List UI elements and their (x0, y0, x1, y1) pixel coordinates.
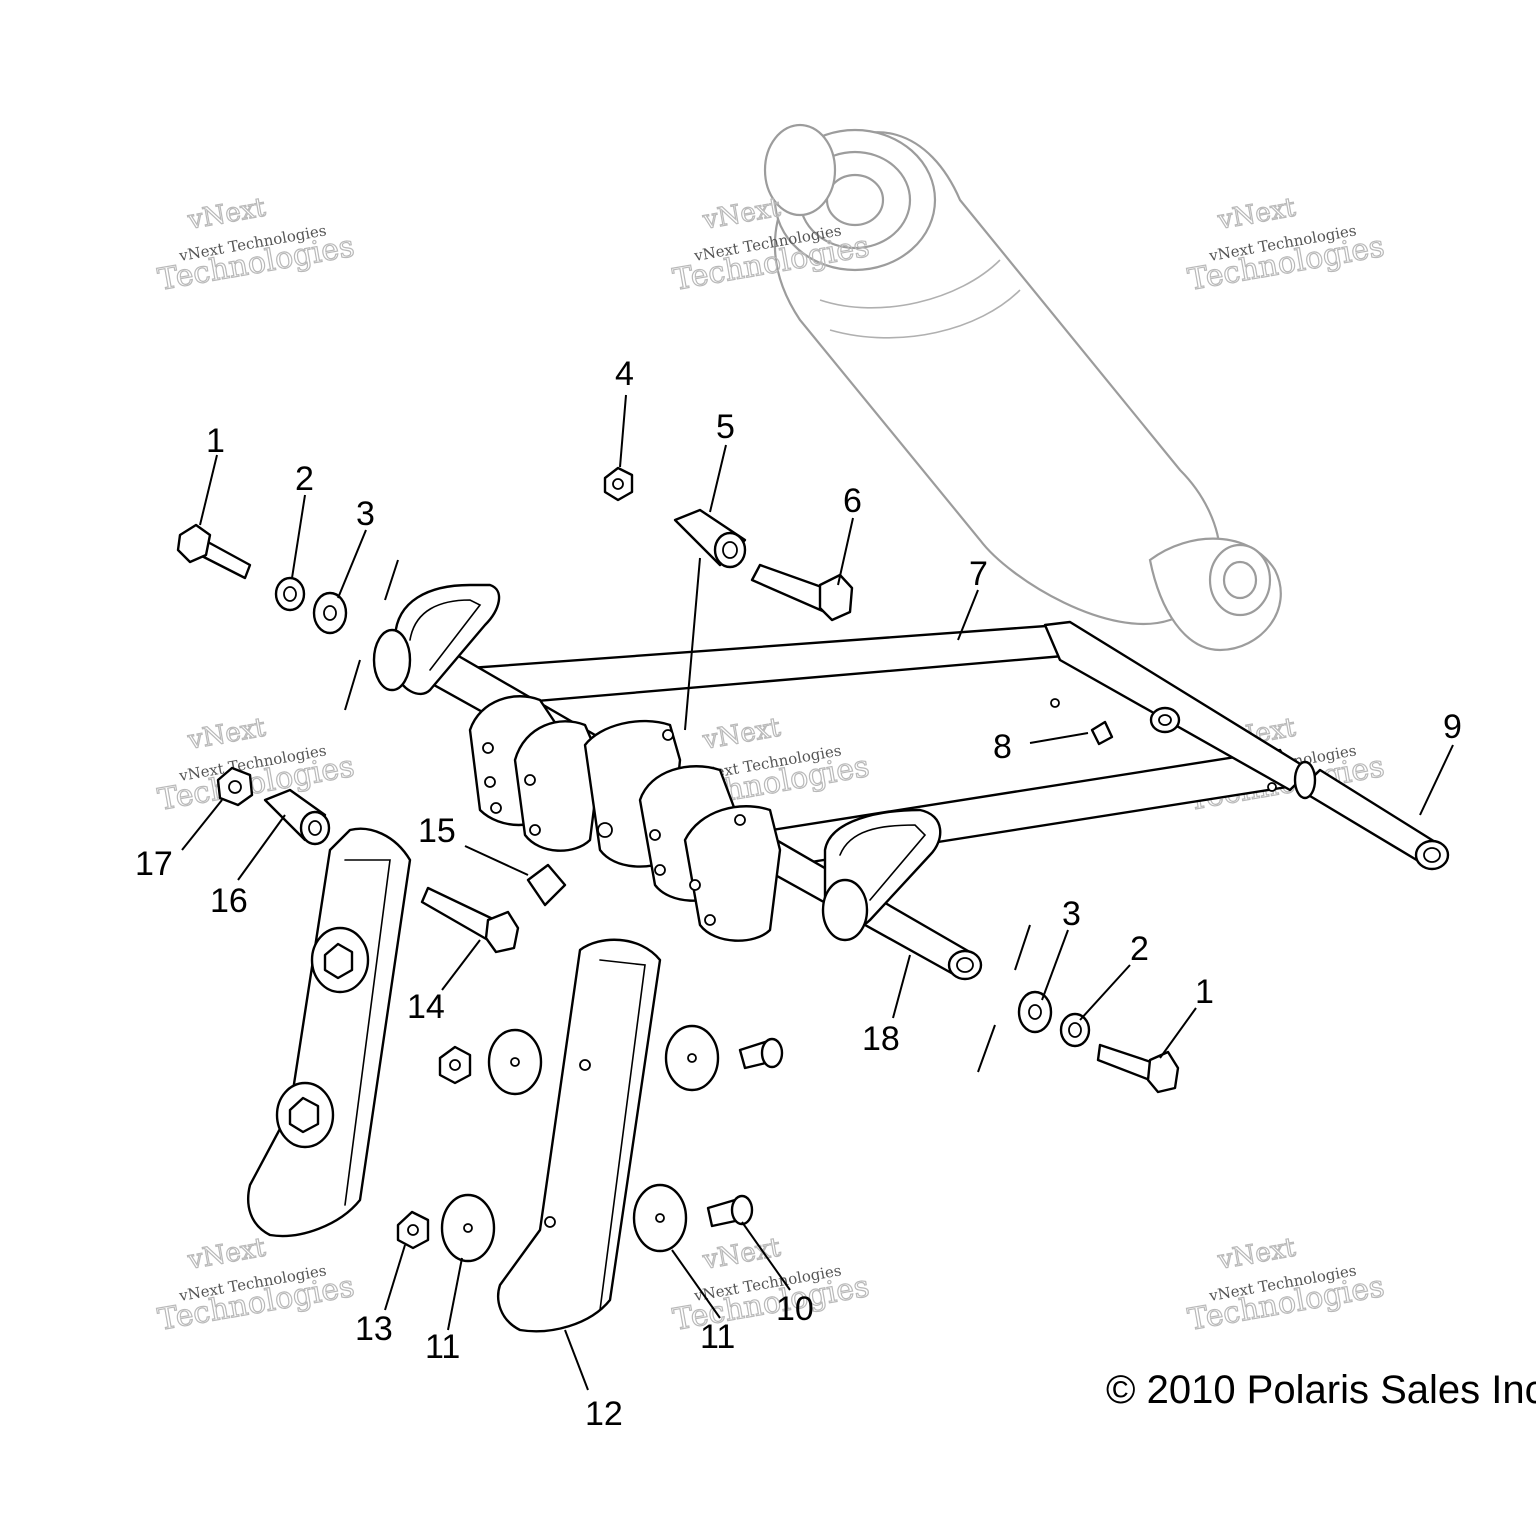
callout-8: 8 (993, 728, 1012, 766)
callout-2-right: 2 (1130, 930, 1149, 968)
callout-14: 14 (407, 988, 445, 1026)
callout-6: 6 (843, 482, 862, 520)
copyright-notice: © 2010 Polaris Sales Inc (1106, 1368, 1536, 1412)
watermark-top: vNext (700, 1233, 783, 1276)
watermark-top: vNext (185, 1233, 268, 1276)
callout-16: 16 (210, 882, 248, 920)
watermark-top: vNext (185, 193, 268, 236)
callout-3-left: 3 (356, 495, 375, 533)
hardware (176, 466, 1180, 1263)
callout-1-right: 1 (1195, 973, 1214, 1011)
guide-lines (344, 559, 1031, 1073)
pivot-shaft (1293, 760, 1450, 871)
leader-lines (181, 394, 1454, 1391)
callout-labels: 1 2 3 4 5 6 7 8 9 10 11 11 12 13 14 15 1… (135, 355, 1462, 1433)
callout-7: 7 (969, 555, 988, 593)
watermark-top: vNext (185, 713, 268, 756)
watermark-top: vNext (1215, 193, 1298, 236)
callout-3-right: 3 (1062, 895, 1081, 933)
callout-9: 9 (1443, 708, 1462, 746)
callout-2-left: 2 (295, 460, 314, 498)
callout-5: 5 (716, 408, 735, 446)
callout-11-left: 11 (425, 1328, 460, 1366)
shock-absorber-ghost (763, 123, 1282, 652)
callout-15: 15 (418, 812, 456, 850)
callout-10: 10 (776, 1290, 814, 1328)
watermark-top: vNext (700, 713, 783, 756)
watermark-top: vNext (1215, 1233, 1298, 1276)
callout-12: 12 (585, 1395, 623, 1433)
callout-11-right: 11 (700, 1318, 735, 1356)
callout-1-left: 1 (206, 422, 225, 460)
torque-links (247, 827, 662, 1333)
callout-17: 17 (135, 845, 173, 883)
watermark-top: vNext (700, 193, 783, 236)
callout-4: 4 (615, 355, 634, 393)
mounting-brackets (468, 695, 782, 942)
callout-13: 13 (355, 1310, 393, 1348)
callout-18: 18 (862, 1020, 900, 1058)
